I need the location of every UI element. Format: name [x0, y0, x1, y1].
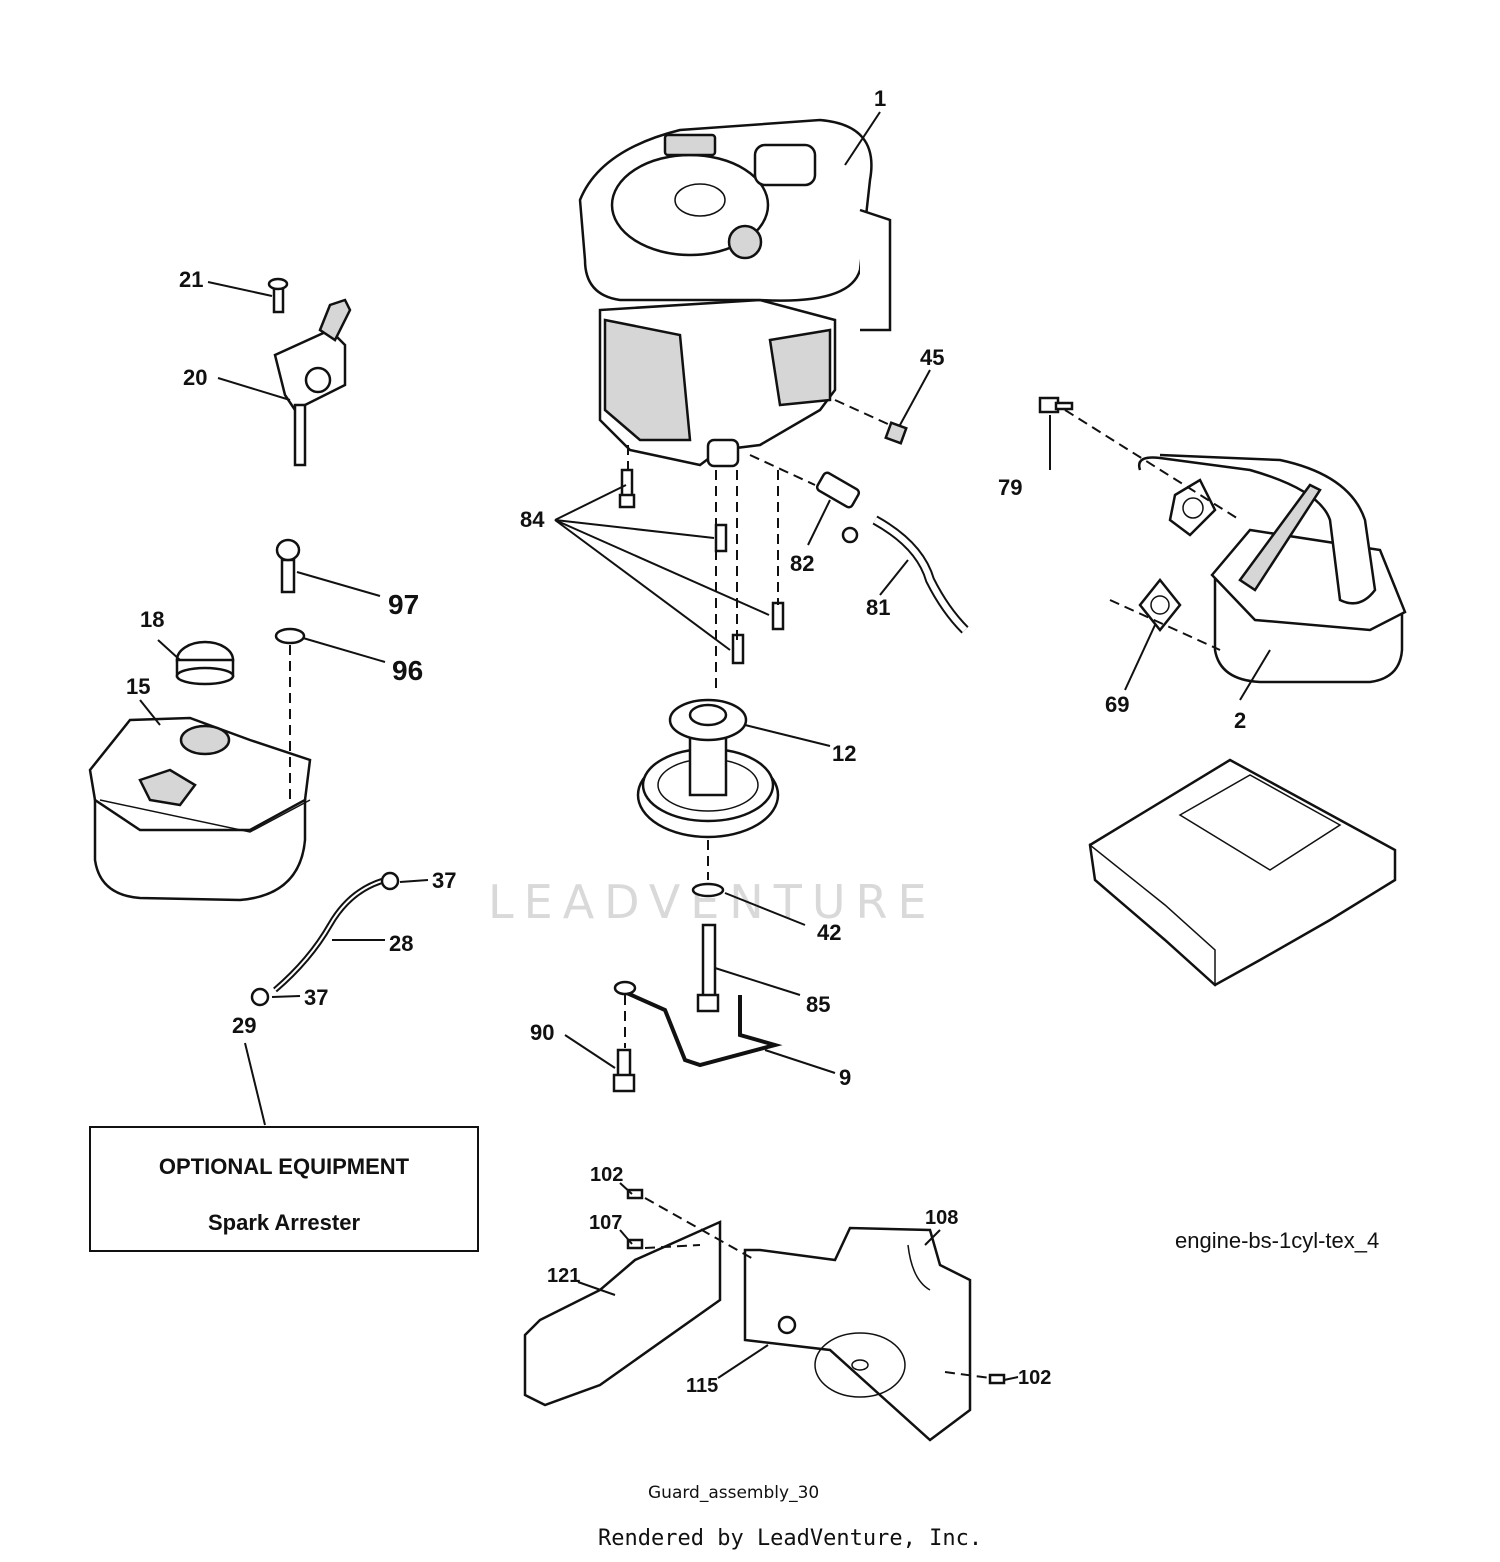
engine-bolts-illustration — [618, 445, 785, 690]
fuel-hose-illustration — [749, 399, 969, 634]
bracket-illustration — [612, 980, 783, 1093]
rendered-by-footer: Rendered by LeadVenture, Inc. — [598, 1526, 983, 1551]
label-part-96: 96 — [392, 655, 423, 686]
label-part-37-bottom: 37 — [304, 985, 328, 1010]
optional-equipment-box: OPTIONAL EQUIPMENT Spark Arrester — [89, 1126, 479, 1252]
label-part-42: 42 — [817, 920, 841, 945]
label-part-102-right: 102 — [1018, 1367, 1051, 1389]
guard-assembly-label: Guard_assembly_30 — [648, 1483, 820, 1503]
leader-lines — [139, 111, 1271, 1381]
label-part-102-top: 102 — [590, 1164, 623, 1186]
label-part-81: 81 — [866, 595, 890, 620]
label-part-85: 85 — [806, 992, 830, 1017]
label-part-15: 15 — [126, 674, 150, 699]
label-part-21: 21 — [179, 267, 203, 292]
label-part-121: 121 — [547, 1265, 580, 1287]
label-part-90: 90 — [530, 1020, 554, 1045]
label-part-69: 69 — [1105, 692, 1129, 717]
label-part-107: 107 — [589, 1212, 622, 1234]
part-labels: 1 2 9 12 15 18 20 21 28 29 37 37 42 45 6… — [126, 86, 1246, 1397]
label-part-84: 84 — [520, 507, 545, 532]
diagram-id-label: engine-bs-1cyl-tex_4 — [1175, 1228, 1380, 1253]
fuel-line-illustration — [250, 871, 400, 1007]
label-part-2: 2 — [1234, 708, 1246, 733]
label-part-28: 28 — [389, 931, 413, 956]
label-part-115: 115 — [686, 1375, 718, 1397]
label-part-97: 97 — [388, 589, 419, 620]
engine-illustration — [578, 118, 892, 468]
label-part-12: 12 — [832, 741, 856, 766]
label-part-29: 29 — [232, 1013, 256, 1038]
label-part-108: 108 — [925, 1207, 958, 1229]
fuel-tank-illustration — [88, 538, 312, 902]
label-part-79: 79 — [998, 475, 1022, 500]
label-part-18: 18 — [140, 607, 164, 632]
throttle-control-illustration — [267, 277, 352, 467]
mount-plate-illustration — [1088, 758, 1397, 987]
optional-equipment-title: OPTIONAL EQUIPMENT — [158, 1154, 410, 1179]
label-part-1: 1 — [874, 86, 886, 111]
label-part-9: 9 — [839, 1065, 851, 1090]
pulley-illustration — [636, 698, 780, 1013]
muffler-illustration — [1038, 396, 1407, 684]
label-part-45: 45 — [920, 345, 944, 370]
guard-assembly-illustration — [523, 1188, 1006, 1442]
optional-equipment-item: Spark Arrester — [207, 1210, 361, 1235]
label-part-82: 82 — [790, 551, 814, 576]
label-part-37-top: 37 — [432, 868, 456, 893]
label-part-20: 20 — [183, 365, 207, 390]
